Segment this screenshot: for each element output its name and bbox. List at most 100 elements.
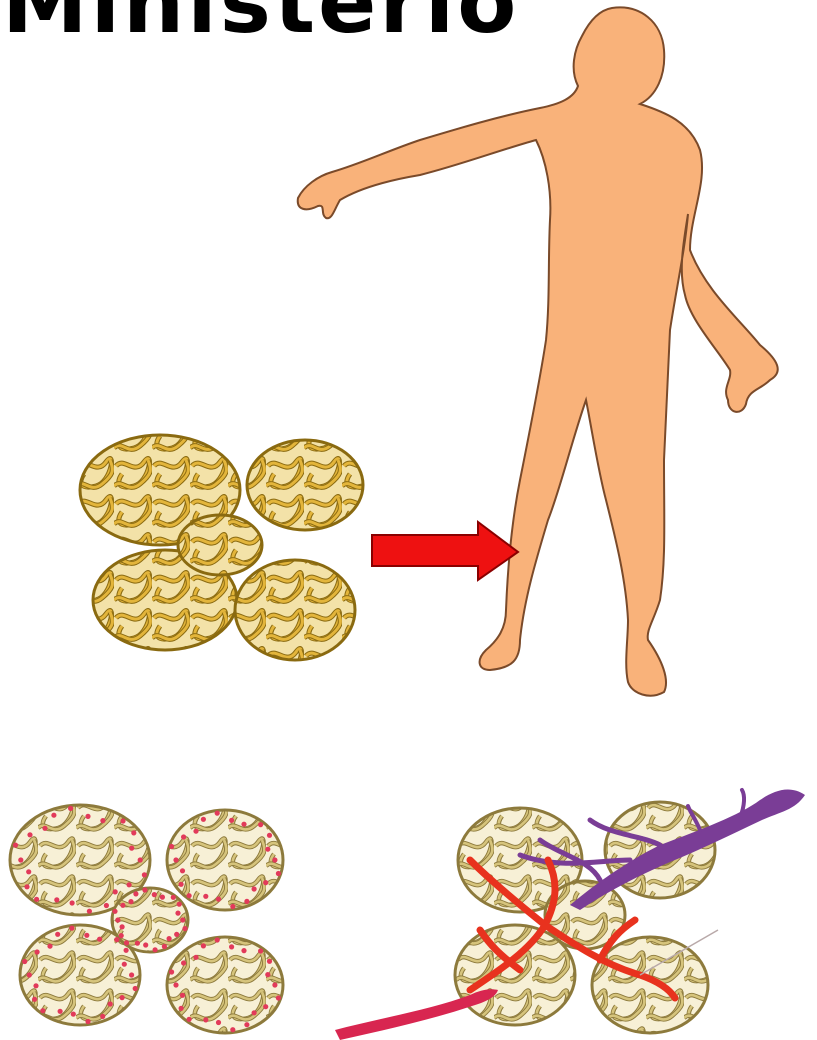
- arrow-right-icon: [372, 522, 518, 580]
- red-dot: [229, 944, 234, 949]
- red-dot: [18, 857, 23, 862]
- red-dot: [133, 986, 138, 991]
- red-dot: [173, 857, 178, 862]
- red-dot: [167, 936, 172, 941]
- red-dot: [100, 818, 105, 823]
- red-dot: [129, 846, 134, 851]
- red-dot: [173, 982, 178, 987]
- red-dot: [152, 892, 157, 897]
- red-dot: [263, 880, 268, 885]
- red-dot: [112, 909, 117, 914]
- red-dot: [201, 817, 206, 822]
- red-dot: [263, 1004, 268, 1009]
- red-dot: [203, 1017, 208, 1022]
- red-dot: [108, 1001, 113, 1006]
- red-dot: [142, 887, 147, 892]
- red-dot: [24, 884, 29, 889]
- red-dot: [182, 926, 187, 931]
- red-dot: [124, 948, 129, 953]
- red-dot: [244, 1022, 249, 1027]
- red-dot: [120, 995, 125, 1000]
- red-dot: [244, 899, 249, 904]
- red-dot: [175, 911, 180, 916]
- red-dot: [135, 941, 140, 946]
- red-dot: [120, 903, 125, 908]
- red-dot: [124, 940, 129, 945]
- red-dot: [85, 1019, 90, 1024]
- human-silhouette: [298, 7, 778, 695]
- red-dot: [97, 937, 102, 942]
- red-dot: [85, 814, 90, 819]
- red-dot: [215, 937, 220, 942]
- red-dot: [69, 926, 74, 931]
- red-dot: [120, 924, 125, 929]
- red-dot: [70, 900, 75, 905]
- red-dot: [40, 1008, 45, 1013]
- red-dot: [13, 843, 18, 848]
- red-dot: [216, 897, 221, 902]
- red-dot: [128, 899, 133, 904]
- red-dot: [127, 882, 132, 887]
- lobe-center: [178, 515, 262, 575]
- red-dot: [193, 829, 198, 834]
- red-dot: [119, 933, 124, 938]
- red-dot: [174, 932, 179, 937]
- red-dot: [187, 1017, 192, 1022]
- red-dot: [276, 871, 281, 876]
- red-dot: [267, 833, 272, 838]
- red-dot: [55, 932, 60, 937]
- red-dot: [34, 897, 39, 902]
- red-dot: [51, 813, 56, 818]
- red-dot: [35, 949, 40, 954]
- red-dot: [33, 983, 38, 988]
- red-dot: [258, 822, 263, 827]
- red-dot: [181, 834, 186, 839]
- red-dot: [42, 826, 47, 831]
- red-dot: [215, 811, 220, 816]
- red-dot: [229, 818, 234, 823]
- red-dot: [27, 972, 32, 977]
- red-dot: [133, 891, 138, 896]
- red-dot: [177, 902, 182, 907]
- red-dot: [153, 947, 158, 952]
- red-dot: [180, 917, 185, 922]
- red-dot: [160, 895, 165, 900]
- glomerulus-with-vessels: [335, 790, 805, 1040]
- red-dot: [252, 1010, 257, 1015]
- red-dot: [265, 972, 270, 977]
- red-dot: [54, 897, 59, 902]
- crimson-vessel: [335, 989, 498, 1040]
- red-dot: [241, 822, 246, 827]
- red-dot: [193, 955, 198, 960]
- red-dot: [84, 933, 89, 938]
- red-dot: [276, 995, 281, 1000]
- red-dot: [267, 959, 272, 964]
- red-dot: [100, 1014, 105, 1019]
- red-dot: [180, 993, 185, 998]
- red-dot: [122, 962, 127, 967]
- red-dot: [120, 818, 125, 823]
- red-dot: [104, 903, 109, 908]
- red-dot: [71, 1012, 76, 1017]
- glomerulus-with-dots: [10, 805, 283, 1033]
- red-dot: [113, 889, 118, 894]
- red-dot: [252, 886, 257, 891]
- red-dot: [180, 868, 185, 873]
- red-dot: [203, 894, 208, 899]
- red-dot: [27, 832, 32, 837]
- red-dot: [169, 844, 174, 849]
- red-dot: [179, 882, 184, 887]
- red-dot: [230, 1027, 235, 1032]
- lobe-top-right: [247, 440, 363, 530]
- red-dot: [114, 937, 119, 942]
- red-dot: [58, 1009, 63, 1014]
- red-dot: [201, 943, 206, 948]
- red-dot: [22, 959, 27, 964]
- red-dot: [26, 869, 31, 874]
- glomerulus-cluster: [80, 435, 363, 660]
- red-dot: [162, 944, 167, 949]
- red-dot: [272, 857, 277, 862]
- red-dot: [138, 857, 143, 862]
- red-dot: [47, 944, 52, 949]
- red-dot: [258, 948, 263, 953]
